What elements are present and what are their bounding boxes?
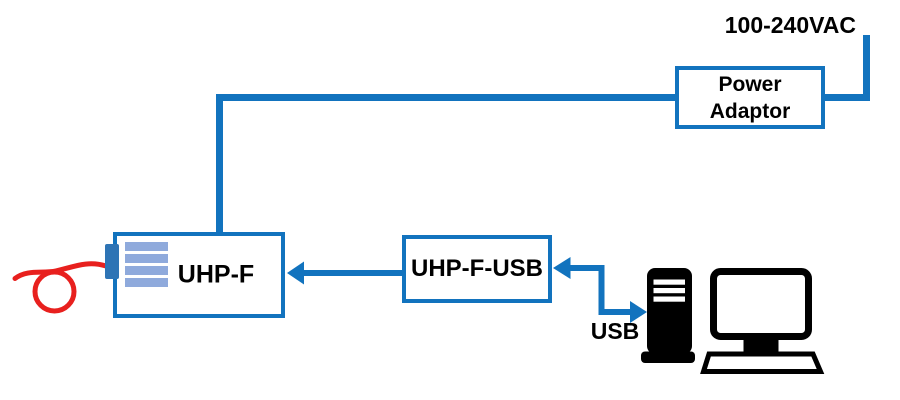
power-to-uhpf-wire <box>216 94 675 232</box>
arrowhead-left-into-uhpf <box>287 261 304 285</box>
vent-bars-icon <box>125 242 168 290</box>
tower-vent-3 <box>653 296 685 302</box>
vent-bar <box>125 242 168 251</box>
vent-bar <box>125 278 168 287</box>
uhpfusb-label: UHP-F-USB <box>411 255 543 282</box>
monitor-screen <box>710 268 812 340</box>
vent-bar <box>125 254 168 263</box>
tower-vent-2 <box>653 288 685 294</box>
usb-link-line <box>569 265 631 315</box>
keyboard-icon <box>700 351 825 374</box>
uhpfusb-box: UHP-F-USB <box>402 235 552 303</box>
power-adaptor-label-line1: Power <box>718 72 782 96</box>
vent-bar <box>125 266 168 275</box>
fiber-cable-icon <box>12 261 109 314</box>
tower-base <box>641 351 695 363</box>
pc-tower-icon <box>641 268 695 363</box>
fiber-connector <box>105 244 119 279</box>
fiber-loop <box>32 269 77 314</box>
power-adaptor-label-line2: Adaptor <box>709 99 791 123</box>
arrowhead-right-into-tower <box>630 301 647 323</box>
arrowhead-left-into-uhpfusb <box>553 257 571 279</box>
fiber-strand <box>12 261 109 281</box>
monitor-icon <box>710 268 812 354</box>
tower-vent-1 <box>653 279 685 285</box>
usb-label: USB <box>590 318 640 344</box>
ac-input-wire <box>825 35 870 101</box>
uhpf-box: UHP-F <box>113 232 285 318</box>
ac-rating-label: 100-240VAC <box>724 12 856 38</box>
monitor-stand <box>743 338 779 354</box>
power-adaptor-box: Power Adaptor <box>675 66 825 129</box>
uhpf-label: UHP-F <box>177 260 255 289</box>
